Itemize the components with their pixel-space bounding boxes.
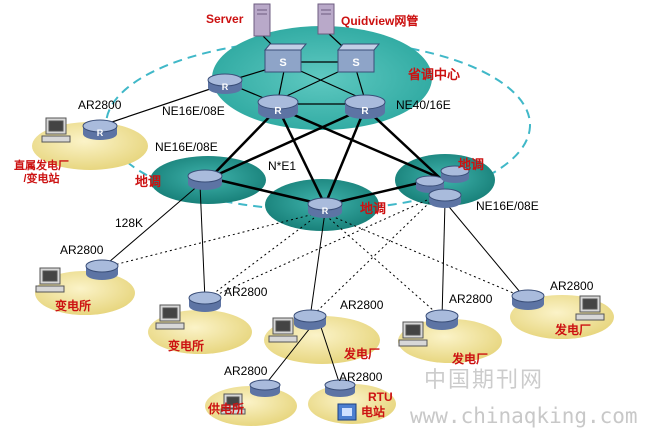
ar2-label: AR2800	[224, 285, 268, 299]
router-icon	[511, 289, 545, 310]
svg-text:S: S	[279, 57, 286, 69]
router-icon	[428, 188, 462, 208]
direct-plant-label: 直属发电厂 /变电站	[14, 160, 69, 185]
ar-direct-label: AR2800	[78, 98, 122, 112]
sub2-label: 变电所	[168, 339, 205, 353]
router-icon	[425, 309, 459, 330]
rtu-label: RTU	[368, 390, 393, 404]
ar1-label: AR2800	[60, 243, 104, 257]
computer-icon	[398, 321, 428, 347]
plant3-label: 发电厂	[344, 347, 381, 361]
svg-text:R: R	[274, 106, 282, 117]
router-icon	[187, 169, 223, 190]
ar7-label: AR2800	[339, 370, 383, 384]
computer-icon	[155, 304, 185, 330]
router-icon	[85, 259, 119, 280]
diqu-left-label: 地调	[135, 174, 162, 189]
computer-icon	[268, 317, 298, 343]
svg-text:R: R	[361, 106, 369, 117]
router-icon: R	[307, 197, 343, 218]
watermark-url: www.chinaqking.com	[410, 404, 638, 428]
ar6-label: AR2800	[224, 364, 268, 378]
province-center-area	[212, 26, 432, 130]
access-links-solid	[101, 183, 526, 386]
switch-icon: S	[263, 43, 308, 73]
ne16e-top-label: NE16E/08E	[162, 104, 225, 118]
sub1-label: 变电所	[55, 299, 92, 313]
ar4-label: AR2800	[449, 292, 493, 306]
k128-label: 128K	[115, 216, 144, 230]
quidview-server-icon	[317, 3, 335, 35]
svg-text:R: R	[222, 82, 229, 92]
plant5-label: 发电厂	[555, 323, 592, 337]
access-links-dotted	[101, 195, 526, 319]
svg-text:R: R	[97, 128, 104, 138]
diqu-mid-label: 地调	[360, 201, 387, 216]
province-center-label: 省调中心	[408, 67, 461, 82]
site-plant4	[398, 319, 502, 363]
ar5-label: AR2800	[550, 279, 594, 293]
ne16e-left-label: NE16E/08E	[155, 140, 218, 154]
supply6-label: 供电所	[208, 402, 245, 416]
computer-icon	[41, 117, 71, 143]
ne40-label: NE40/16E	[396, 98, 451, 112]
router-icon	[188, 291, 222, 312]
switch-icon: S	[336, 43, 381, 73]
ne1-label: N*E1	[268, 159, 297, 173]
computer-icon	[575, 295, 605, 321]
server-label: Server	[206, 12, 244, 26]
router-icon	[324, 379, 356, 397]
quidview-label: Quidview网管	[341, 14, 419, 28]
watermark-cn: 中国期刊网	[424, 368, 545, 393]
svg-text:R: R	[322, 206, 329, 216]
diqu-right-label: 地调	[458, 157, 485, 172]
router-icon	[293, 309, 327, 330]
router-icon: R	[257, 94, 299, 119]
plant4-label: 发电厂	[452, 352, 489, 366]
router-icon	[440, 165, 470, 183]
computer-icon	[220, 393, 246, 415]
router-icon: R	[207, 73, 243, 94]
computer-icon	[35, 267, 65, 293]
server-icon	[253, 3, 271, 37]
svg-text:S: S	[352, 57, 359, 69]
ar3-label: AR2800	[340, 298, 384, 312]
router-icon	[249, 379, 281, 397]
router-icon: R	[82, 119, 118, 140]
rtu-station-label: 电站	[361, 405, 386, 419]
router-icon: R	[344, 94, 386, 119]
rtu-icon	[337, 403, 357, 421]
ne16e-right-label: NE16E/08E	[476, 199, 539, 213]
